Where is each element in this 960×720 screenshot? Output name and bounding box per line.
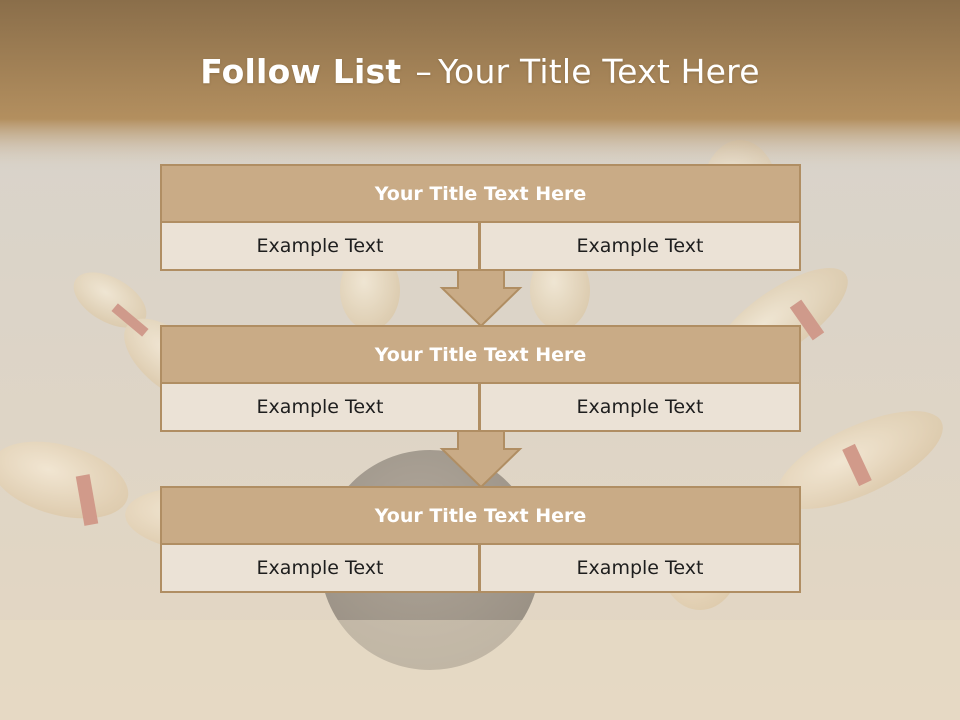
slide-title-rest: Your Title Text Here [438, 52, 760, 91]
block-title[interactable]: Your Title Text Here [160, 164, 801, 223]
down-arrow-icon [439, 269, 523, 328]
block-right-cell[interactable]: Example Text [479, 221, 801, 271]
slide-title: Follow List–Your Title Text Here [0, 52, 960, 91]
block-title[interactable]: Your Title Text Here [160, 486, 801, 545]
block-left-cell[interactable]: Example Text [160, 382, 480, 432]
down-arrow-icon [439, 430, 523, 489]
slide-title-separator: – [415, 52, 433, 91]
block-right-cell[interactable]: Example Text [479, 382, 801, 432]
block-right-cell[interactable]: Example Text [479, 543, 801, 593]
slide-title-bold: Follow List [200, 52, 402, 91]
block-left-cell[interactable]: Example Text [160, 221, 480, 271]
block-title[interactable]: Your Title Text Here [160, 325, 801, 384]
block-left-cell[interactable]: Example Text [160, 543, 480, 593]
